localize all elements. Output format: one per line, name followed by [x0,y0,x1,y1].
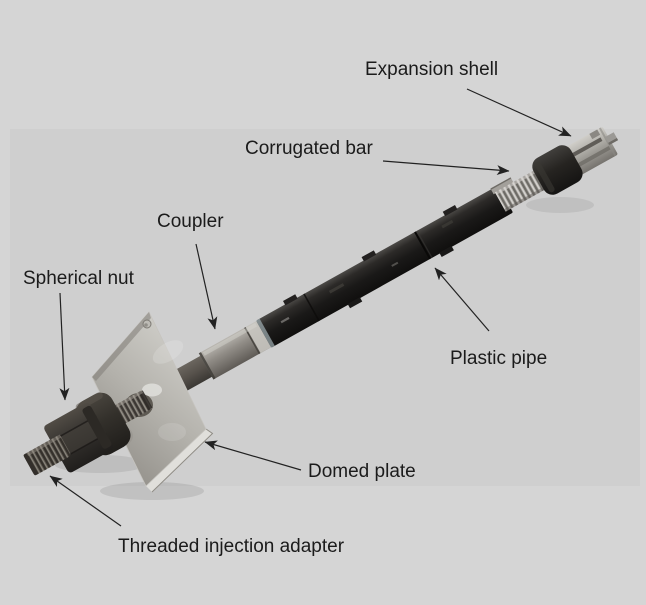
label-expansion-shell: Expansion shell [365,59,499,80]
label-domed-plate: Domed plate [308,461,416,482]
label-corrugated-bar: Corrugated bar [245,138,373,159]
domed-plate-graphic [91,311,214,493]
arrow-corrugated-bar [382,160,510,176]
label-spherical-nut: Spherical nut [23,268,134,289]
label-threaded-injection-adapter: Threaded injection adapter [118,536,345,557]
arrow-spherical-nut [59,292,70,401]
arrow-plastic-pipe [434,267,490,332]
label-plastic-pipe: Plastic pipe [450,348,548,369]
arrow-coupler [195,243,218,330]
arrow-threaded-injection-adapter [49,475,122,527]
threaded-injection-adapter-graphic [23,434,71,476]
label-coupler: Coupler [157,211,224,232]
arrow-expansion-shell [466,88,572,137]
arrow-domed-plate [204,440,302,471]
coupler-graphic [198,320,273,380]
annotation-arrows [49,88,572,527]
plastic-pipe-graphic [256,186,513,348]
rubber-collar-graphic [532,145,583,195]
